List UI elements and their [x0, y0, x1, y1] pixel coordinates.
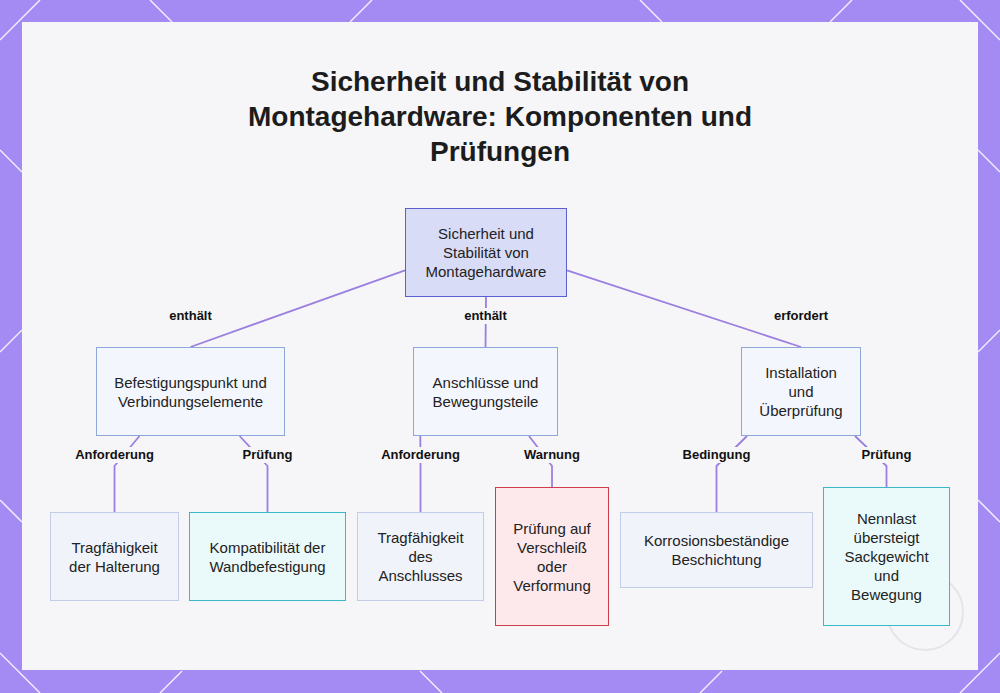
- node-text: Korrosionsbeständige Beschichtung: [635, 531, 798, 569]
- node-text: Installation und Überprüfung: [756, 363, 846, 420]
- node-text: Kompatibilität der Wandbefestigung: [204, 538, 331, 576]
- panel: [22, 22, 978, 670]
- diagram-title: Sicherheit und Stabilität von Montagehar…: [200, 64, 800, 169]
- node-text: Anschlüsse und Bewegungsteile: [428, 373, 543, 411]
- edge-label: enthält: [461, 308, 510, 324]
- edge-label: Prüfung: [859, 447, 915, 463]
- connector: [567, 270, 801, 347]
- edge-label: Bedingung: [680, 447, 754, 463]
- edge-label: Warnung: [521, 447, 583, 463]
- edge-label: Anforderung: [72, 447, 157, 463]
- node-text: Sicherheit und Stabilität von Montagehar…: [420, 224, 552, 281]
- edge-label: erfordert: [771, 308, 831, 324]
- edge-label: enthält: [166, 308, 215, 324]
- node-text: Befestigungspunkt und Verbindungselement…: [111, 373, 270, 411]
- node-text: Tragfähigkeit der Halterung: [65, 538, 164, 576]
- edge-label: Anforderung: [378, 447, 463, 463]
- node-text: Tragfähigkeit des Anschlusses: [372, 528, 469, 585]
- connector: [191, 270, 406, 347]
- warning-box: Prüfung auf Verschleiß oder Verformung: [495, 487, 609, 626]
- requirement-box: Korrosionsbeständige Beschichtung: [620, 512, 813, 588]
- check-box: Nennlast übersteigt Sackgewicht und Bewe…: [823, 487, 950, 626]
- check-box: Kompatibilität der Wandbefestigung: [189, 512, 346, 601]
- requirement-box: Tragfähigkeit der Halterung: [50, 512, 179, 601]
- category-box: Installation und Überprüfung: [741, 347, 861, 436]
- category-box: Anschlüsse und Bewegungsteile: [413, 347, 558, 436]
- edge-label: Prüfung: [240, 447, 296, 463]
- category-box: Befestigungspunkt und Verbindungselement…: [96, 347, 285, 436]
- requirement-box: Tragfähigkeit des Anschlusses: [357, 512, 484, 601]
- node-text: Nennlast übersteigt Sackgewicht und Bewe…: [838, 509, 935, 604]
- root-box: Sicherheit und Stabilität von Montagehar…: [405, 208, 567, 297]
- node-text: Prüfung auf Verschleiß oder Verformung: [510, 519, 594, 595]
